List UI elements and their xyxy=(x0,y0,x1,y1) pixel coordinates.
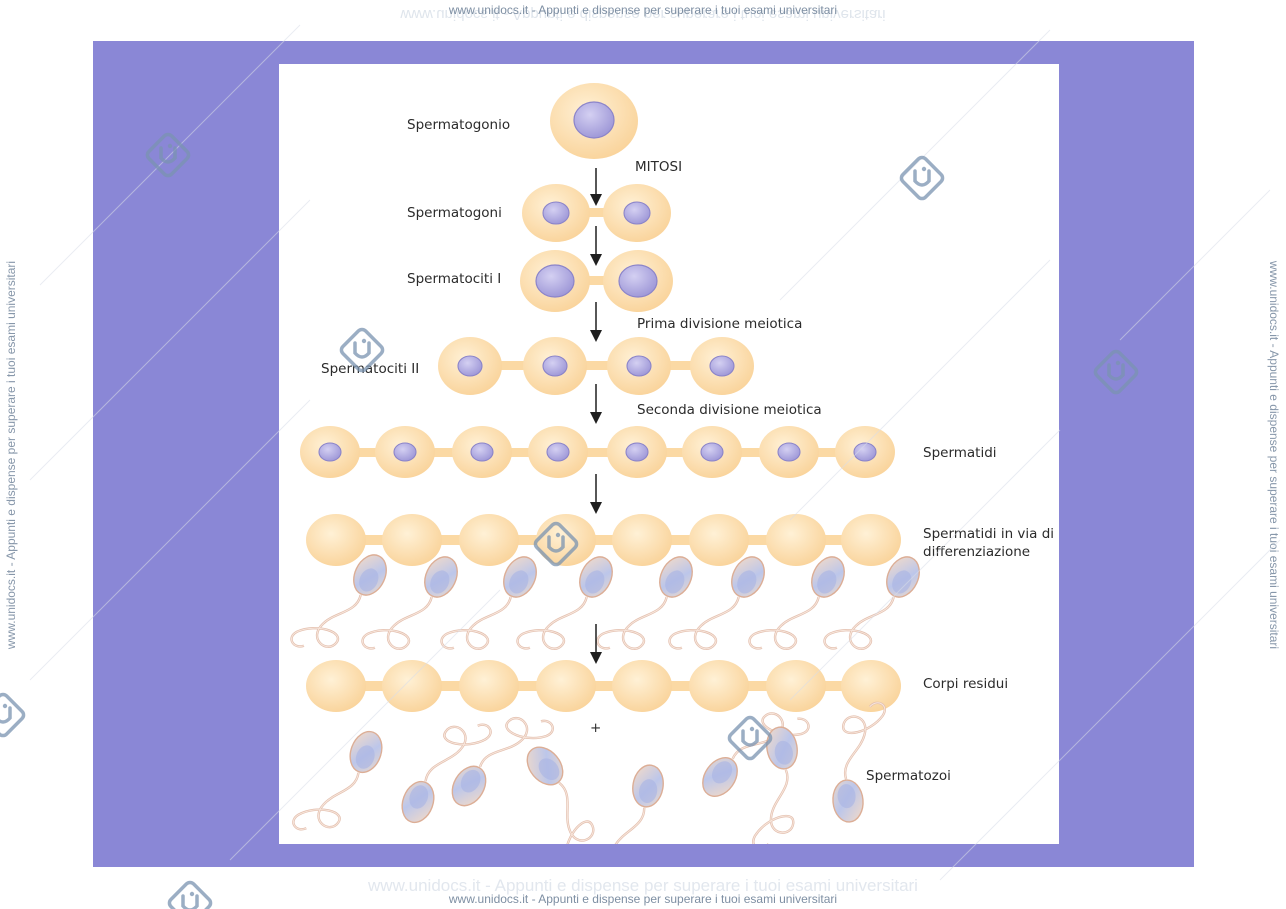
label-spermatociti-2: Spermatociti II xyxy=(321,361,419,377)
step-mitosi: MITOSI xyxy=(635,159,682,175)
label-spermatozoi: Spermatozoi xyxy=(866,768,951,784)
cell-row-spermatidi xyxy=(300,426,895,478)
unidocs-logo-icon xyxy=(0,690,28,740)
cell-row-spermatogoni xyxy=(522,184,671,242)
label-spermatogonio: Spermatogonio xyxy=(407,117,510,133)
label-spermatogoni: Spermatogoni xyxy=(407,205,502,221)
watermark-footer: www.unidocs.it - Appunti e dispense per … xyxy=(448,892,838,906)
label-spermatociti-1: Spermatociti I xyxy=(407,271,501,287)
cell-row-corpi-residui xyxy=(306,660,901,712)
label-corpi-residui: Corpi residui xyxy=(923,676,1008,692)
label-spermatidi: Spermatidi xyxy=(923,445,997,461)
watermark-ghost-bottom: www.unidocs.it - Appunti e dispense per … xyxy=(368,876,918,895)
free-spermatozoa xyxy=(290,689,896,844)
step-seconda-divisione: Seconda divisione meiotica xyxy=(637,402,822,418)
label-spermatidi-diff-line1: Spermatidi in via di xyxy=(923,526,1054,542)
watermark-side-right: www.unidocs.it - Appunti e dispense per … xyxy=(1267,260,1281,650)
cell-row-differentiating xyxy=(288,514,927,671)
cell-row-spermatociti-1 xyxy=(520,250,673,312)
cell-row-spermatogonio xyxy=(550,83,638,159)
watermark-side-left: www.unidocs.it - Appunti e dispense per … xyxy=(4,260,18,650)
step-plus: + xyxy=(590,720,601,736)
diagram-panel: Spermatogonio Spermatogoni Spermatociti … xyxy=(279,64,1059,844)
label-spermatidi-diff-line2: differenziazione xyxy=(923,544,1030,560)
spermatogenesis-diagram: Spermatogonio Spermatogoni Spermatociti … xyxy=(288,83,1054,844)
cell-row-spermatociti-2 xyxy=(438,337,754,395)
watermark-header: www.unidocs.it - Appunti e dispense per … xyxy=(448,3,838,17)
step-prima-divisione: Prima divisione meiotica xyxy=(637,316,802,332)
